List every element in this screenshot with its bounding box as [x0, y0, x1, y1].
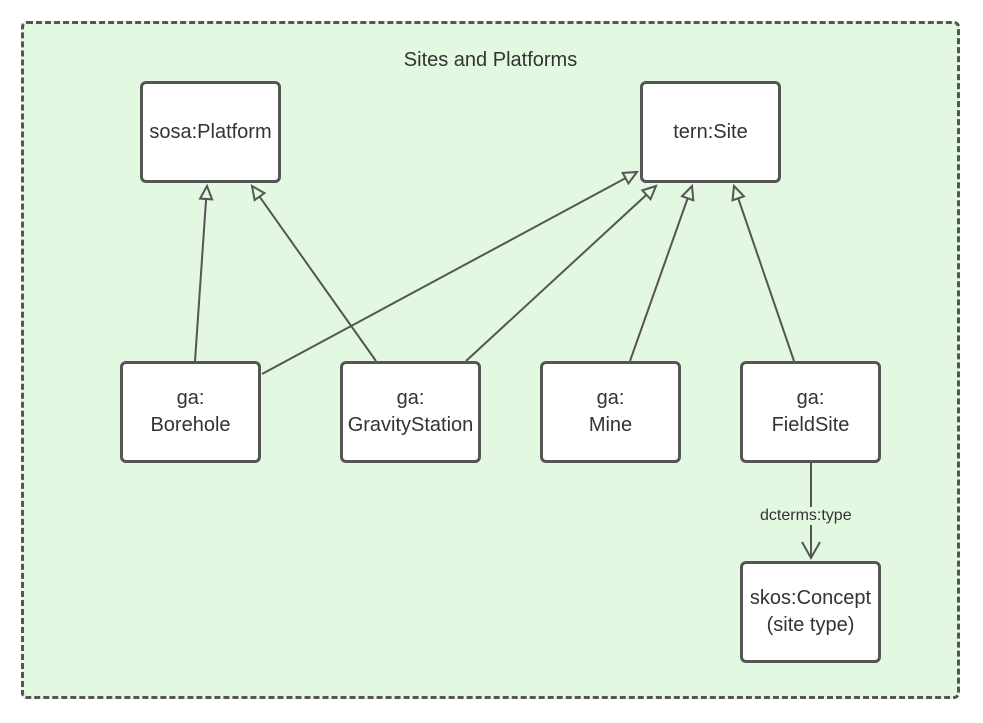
node-ga-gravity-station[interactable]: ga: GravityStation — [340, 361, 481, 463]
node-label-line-2: GravityStation — [347, 414, 474, 436]
edge-field_site-to-site — [733, 185, 795, 362]
edge-borehole-to-platform — [194, 185, 208, 362]
edge-borehole-to-site — [261, 171, 638, 375]
node-label-line-1: tern:Site — [673, 120, 748, 143]
node-label-line-2: (site type) — [766, 614, 855, 636]
subclass-arrowhead-field_site — [731, 183, 746, 202]
node-sosa-platform[interactable]: sosa:Platform — [140, 81, 281, 183]
edge-gravity_station-to-site — [465, 185, 657, 362]
edge-mine-to-site — [629, 185, 693, 362]
edge-gravity_station-to-platform — [251, 185, 377, 362]
node-label-line-1: ga: — [596, 387, 625, 409]
property-arrowhead-field_site — [801, 541, 821, 561]
subclass-arrowhead-mine — [680, 183, 695, 202]
subclass-arrowhead-borehole — [621, 170, 640, 186]
node-ga-borehole[interactable]: ga: Borehole — [120, 361, 261, 463]
node-label-line-1: ga: — [796, 387, 825, 409]
node-tern-site[interactable]: tern:Site — [640, 81, 781, 183]
group-title: Sites and Platforms — [403, 49, 578, 71]
node-label-line-1: ga: — [396, 387, 425, 409]
node-label-line-2: Borehole — [150, 414, 231, 436]
edge-label-dcterms-type: dcterms:type — [758, 507, 854, 525]
subclass-arrowhead-borehole — [198, 183, 214, 201]
node-label-line-2: Mine — [588, 414, 633, 436]
subclass-arrowhead-gravity_station — [250, 184, 267, 202]
node-skos-concept[interactable]: skos:Concept (site type) — [740, 561, 881, 663]
node-ga-field-site[interactable]: ga: FieldSite — [740, 361, 881, 463]
subclass-arrowhead-gravity_station — [640, 184, 658, 202]
node-label-line-1: ga: — [176, 387, 205, 409]
node-ga-mine[interactable]: ga: Mine — [540, 361, 681, 463]
node-label-line-1: sosa:Platform — [149, 120, 272, 143]
node-label-line-2: FieldSite — [771, 414, 850, 436]
node-label-line-1: skos:Concept — [749, 587, 872, 609]
